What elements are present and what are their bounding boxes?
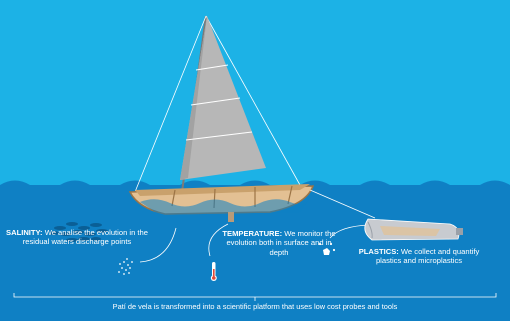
plastics-text: We collect and quantify plastics and mic… <box>375 247 480 266</box>
salinity-description: SALINITY: We analise the evolution in th… <box>2 228 152 247</box>
tow-line <box>309 189 376 219</box>
sail-batten <box>190 97 241 106</box>
hull-wave <box>140 198 310 215</box>
thermometer-icon <box>210 262 217 281</box>
plastics-description: PLASTICS: We collect and quantify plasti… <box>349 247 489 266</box>
sea <box>0 180 510 321</box>
caption: Patí de vela is transformed into a scien… <box>112 302 398 311</box>
salt-dots-icon <box>118 258 133 275</box>
salinity-label: SALINITY: <box>6 228 43 237</box>
salinity-text: We analise the evolution in the residual… <box>22 228 148 247</box>
temperature-text: We monitor the evolution both in surface… <box>226 229 336 257</box>
deck <box>135 184 310 196</box>
sail-shadow <box>180 16 207 180</box>
keel <box>228 212 234 222</box>
caption-bracket <box>13 293 497 301</box>
plastic-bottle-icon <box>364 218 463 241</box>
stay-line <box>205 15 301 186</box>
plastics-label: PLASTICS: <box>358 247 399 256</box>
microplastic-icon <box>318 242 336 255</box>
salinity-leader <box>139 227 177 263</box>
sail-batten <box>185 131 253 141</box>
temperature-label: TEMPERATURE: <box>222 229 283 238</box>
deck-beam <box>171 189 176 207</box>
temperature-leader <box>208 223 229 257</box>
deck-beam <box>287 185 293 205</box>
sail-batten <box>195 64 229 71</box>
stay-line <box>134 15 207 193</box>
fish-school-icon <box>49 222 108 242</box>
temperature-description: TEMPERATURE: We monitor the evolution bo… <box>220 229 338 257</box>
